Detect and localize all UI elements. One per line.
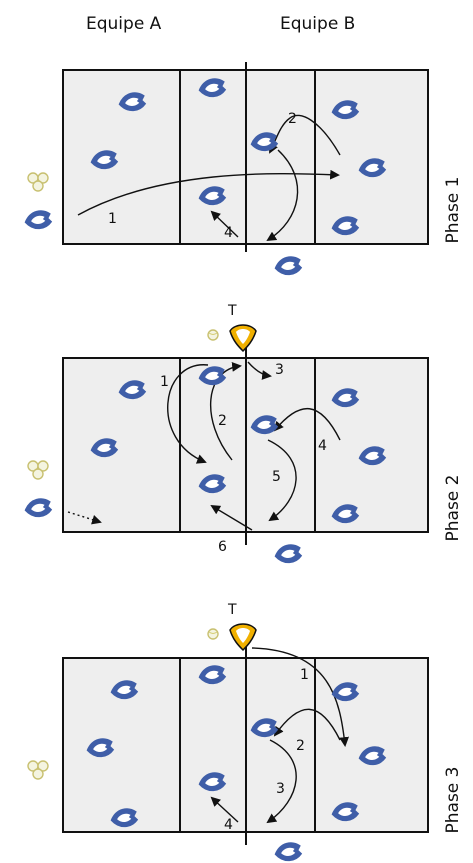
setter-label: T [227, 303, 237, 319]
arrow [210, 504, 253, 531]
arrow-label: 1 [108, 211, 117, 227]
arrow [247, 361, 272, 380]
setter-label: T [227, 602, 237, 618]
player-token [23, 496, 53, 520]
ball-icon [207, 628, 219, 640]
arrow-label: 3 [275, 362, 284, 378]
arrow [210, 210, 239, 238]
phase-3-arrows [210, 647, 350, 824]
arrow-label: 1 [160, 374, 169, 390]
arrow [210, 362, 242, 461]
player-token [23, 208, 53, 232]
setter-token [229, 324, 257, 352]
arrow-label: 4 [318, 438, 327, 454]
ball-cluster-icon [27, 460, 49, 480]
phase-3-label: Phase 3 [443, 766, 463, 834]
arrow-label: 5 [272, 469, 281, 485]
setter-token [229, 623, 257, 651]
arrow-label: 4 [224, 817, 233, 833]
arrow [269, 114, 341, 156]
ball-icon [207, 329, 219, 341]
phase-1-arrows [77, 114, 341, 242]
arrow-label: 1 [300, 667, 309, 683]
phase-2-label: Phase 2 [443, 474, 463, 542]
arrow-label: 2 [296, 738, 305, 754]
phase-1-label: Phase 1 [443, 176, 463, 244]
player-token [273, 254, 303, 278]
arrow [251, 647, 350, 747]
arrow [266, 739, 297, 824]
player-token [273, 840, 303, 863]
player-token [273, 542, 303, 566]
arrow-label: 2 [218, 413, 227, 429]
arrow-label: 4 [224, 225, 233, 241]
arrow [266, 149, 299, 242]
team-a-label: Equipe A [86, 14, 162, 34]
arrow [273, 708, 341, 741]
arrow [67, 511, 102, 525]
ball-cluster-icon [27, 172, 49, 192]
ball-cluster-icon [27, 760, 49, 780]
arrow [167, 364, 209, 464]
arrow [210, 796, 239, 823]
arrow-label: 6 [218, 539, 227, 555]
team-b-label: Equipe B [280, 14, 356, 34]
arrow-label: 3 [276, 781, 285, 797]
arrow [77, 169, 340, 216]
phase-2-arrows [67, 361, 341, 531]
arrow [267, 439, 297, 522]
arrow [273, 407, 341, 441]
phase-2-court [62, 346, 429, 545]
arrow-label: 2 [288, 111, 297, 127]
phase-1-court [62, 62, 429, 252]
